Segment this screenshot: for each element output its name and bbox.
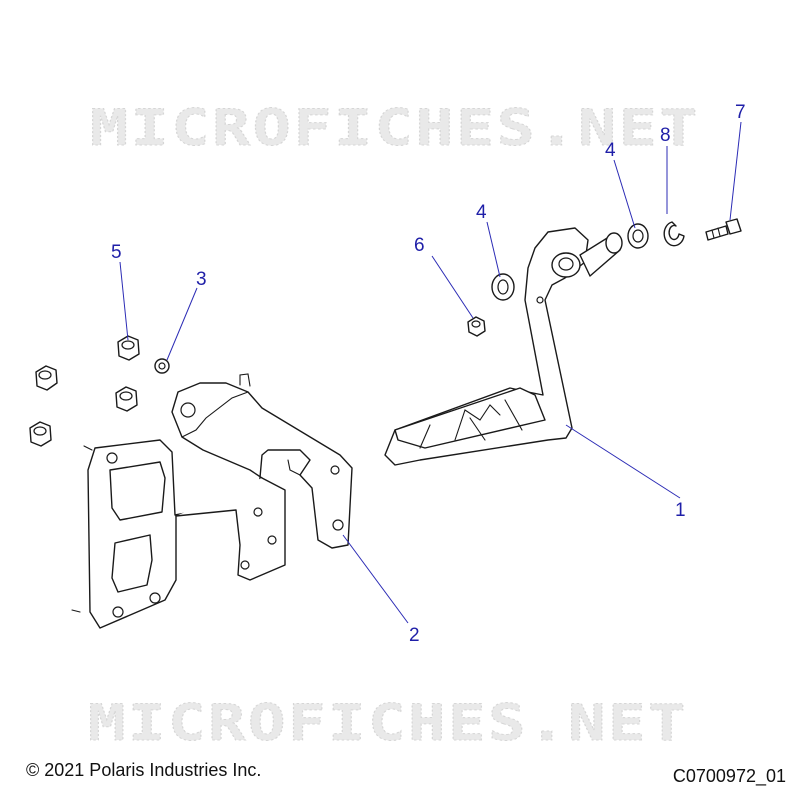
nut bbox=[35, 365, 58, 391]
callout-3: 3 bbox=[196, 269, 207, 290]
callout-8: 8 bbox=[660, 125, 671, 146]
callout-1: 1 bbox=[675, 500, 686, 521]
part-6-nut bbox=[467, 316, 486, 337]
part-3-lock-washer bbox=[154, 358, 170, 374]
leader-lines bbox=[119, 121, 742, 624]
part-4-washer-outer bbox=[627, 223, 649, 249]
callout-6: 6 bbox=[414, 235, 425, 256]
nut-group-left bbox=[29, 335, 170, 447]
part-5-flange-nut bbox=[117, 335, 140, 361]
watermark-top: MICROFICHES.NET bbox=[90, 99, 700, 157]
nut bbox=[29, 421, 52, 447]
watermark-bottom: MICROFICHES.NET bbox=[88, 694, 688, 752]
figure-code: C0700972_01 bbox=[672, 766, 786, 786]
part-2-mounting-bracket bbox=[71, 373, 353, 629]
copyright-notice: © 2021 Polaris Industries Inc. bbox=[26, 760, 262, 780]
callout-4-outer: 4 bbox=[605, 140, 616, 161]
callout-7: 7 bbox=[735, 102, 746, 123]
callout-4-inner: 4 bbox=[476, 202, 487, 223]
callout-2: 2 bbox=[409, 625, 420, 646]
part-4-washer-inner bbox=[491, 273, 515, 301]
nut bbox=[115, 386, 138, 412]
part-1-brake-pedal bbox=[384, 227, 623, 466]
callout-5: 5 bbox=[111, 242, 122, 263]
part-7-bolt bbox=[705, 218, 742, 241]
part-8-e-clip bbox=[663, 221, 685, 247]
